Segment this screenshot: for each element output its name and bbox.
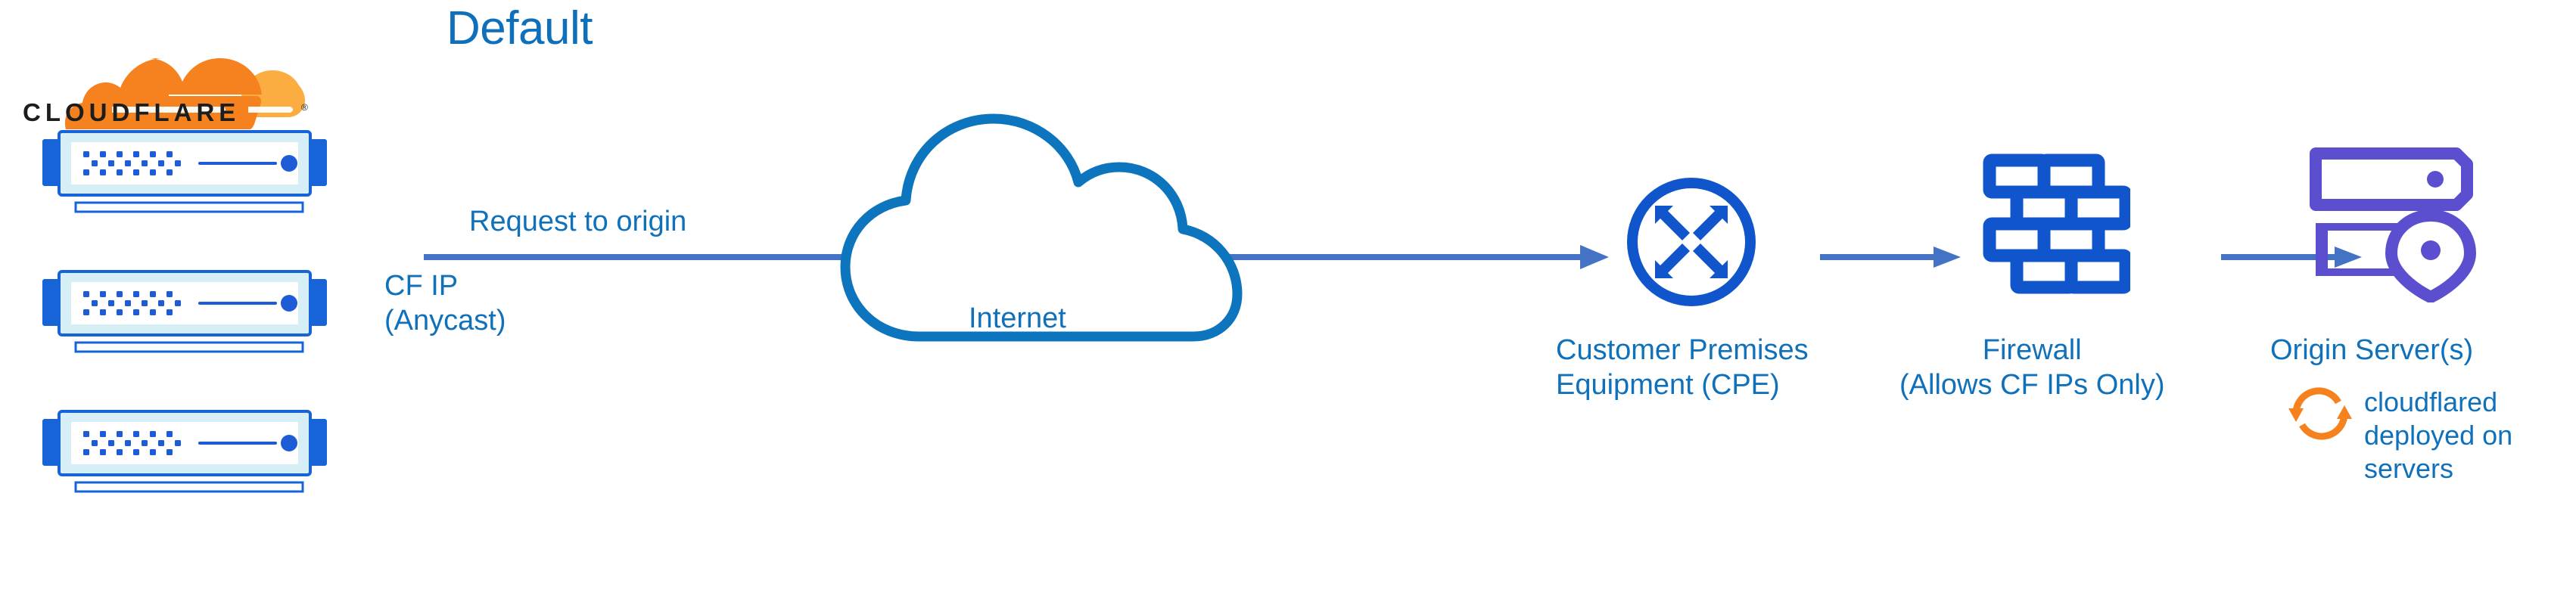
cpe-label-line1: Customer Premises (1556, 334, 1809, 366)
cloudflare-wordmark: CLOUDFLARE ® (23, 97, 325, 127)
server-location-icon (2308, 140, 2482, 306)
cloudflare-wordmark-text: CLOUDFLARE (23, 98, 240, 126)
firewall-label-line2: (Allows CF IPs Only) (1899, 369, 2165, 401)
arrow-cpe-to-firewall (1820, 243, 1964, 271)
sync-arrows-icon (2284, 380, 2357, 451)
origin-server-label: Origin Server(s) (2270, 334, 2474, 366)
internet-label: Internet (969, 302, 1066, 334)
firewall-label: Firewall (Allows CF IPs Only) (1899, 333, 2164, 402)
cpe-label-line2: Equipment (CPE) (1556, 369, 1780, 401)
cf-ip-line2: (Anycast) (384, 305, 506, 336)
server-rack-icon (26, 270, 344, 355)
cloud-icon (836, 102, 1260, 355)
cpe-label: Customer Premises Equipment (CPE) (1556, 333, 1809, 402)
server-rack-icon (26, 410, 344, 495)
cloudflare-cloud-icon (23, 49, 325, 132)
brick-wall-icon (1979, 151, 2133, 302)
page-title: Default (446, 2, 593, 54)
registered-mark: ® (301, 102, 308, 113)
server-rack-icon (26, 130, 344, 215)
cf-ip-label: CF IP (Anycast) (384, 268, 506, 338)
cloudflared-label: cloudflared deployed on servers (2364, 386, 2513, 484)
router-icon (1623, 174, 1759, 314)
firewall-label-line1: Firewall (1982, 334, 2082, 366)
cf-ip-line1: CF IP (384, 270, 459, 302)
request-to-origin-label: Request to origin (469, 206, 687, 237)
